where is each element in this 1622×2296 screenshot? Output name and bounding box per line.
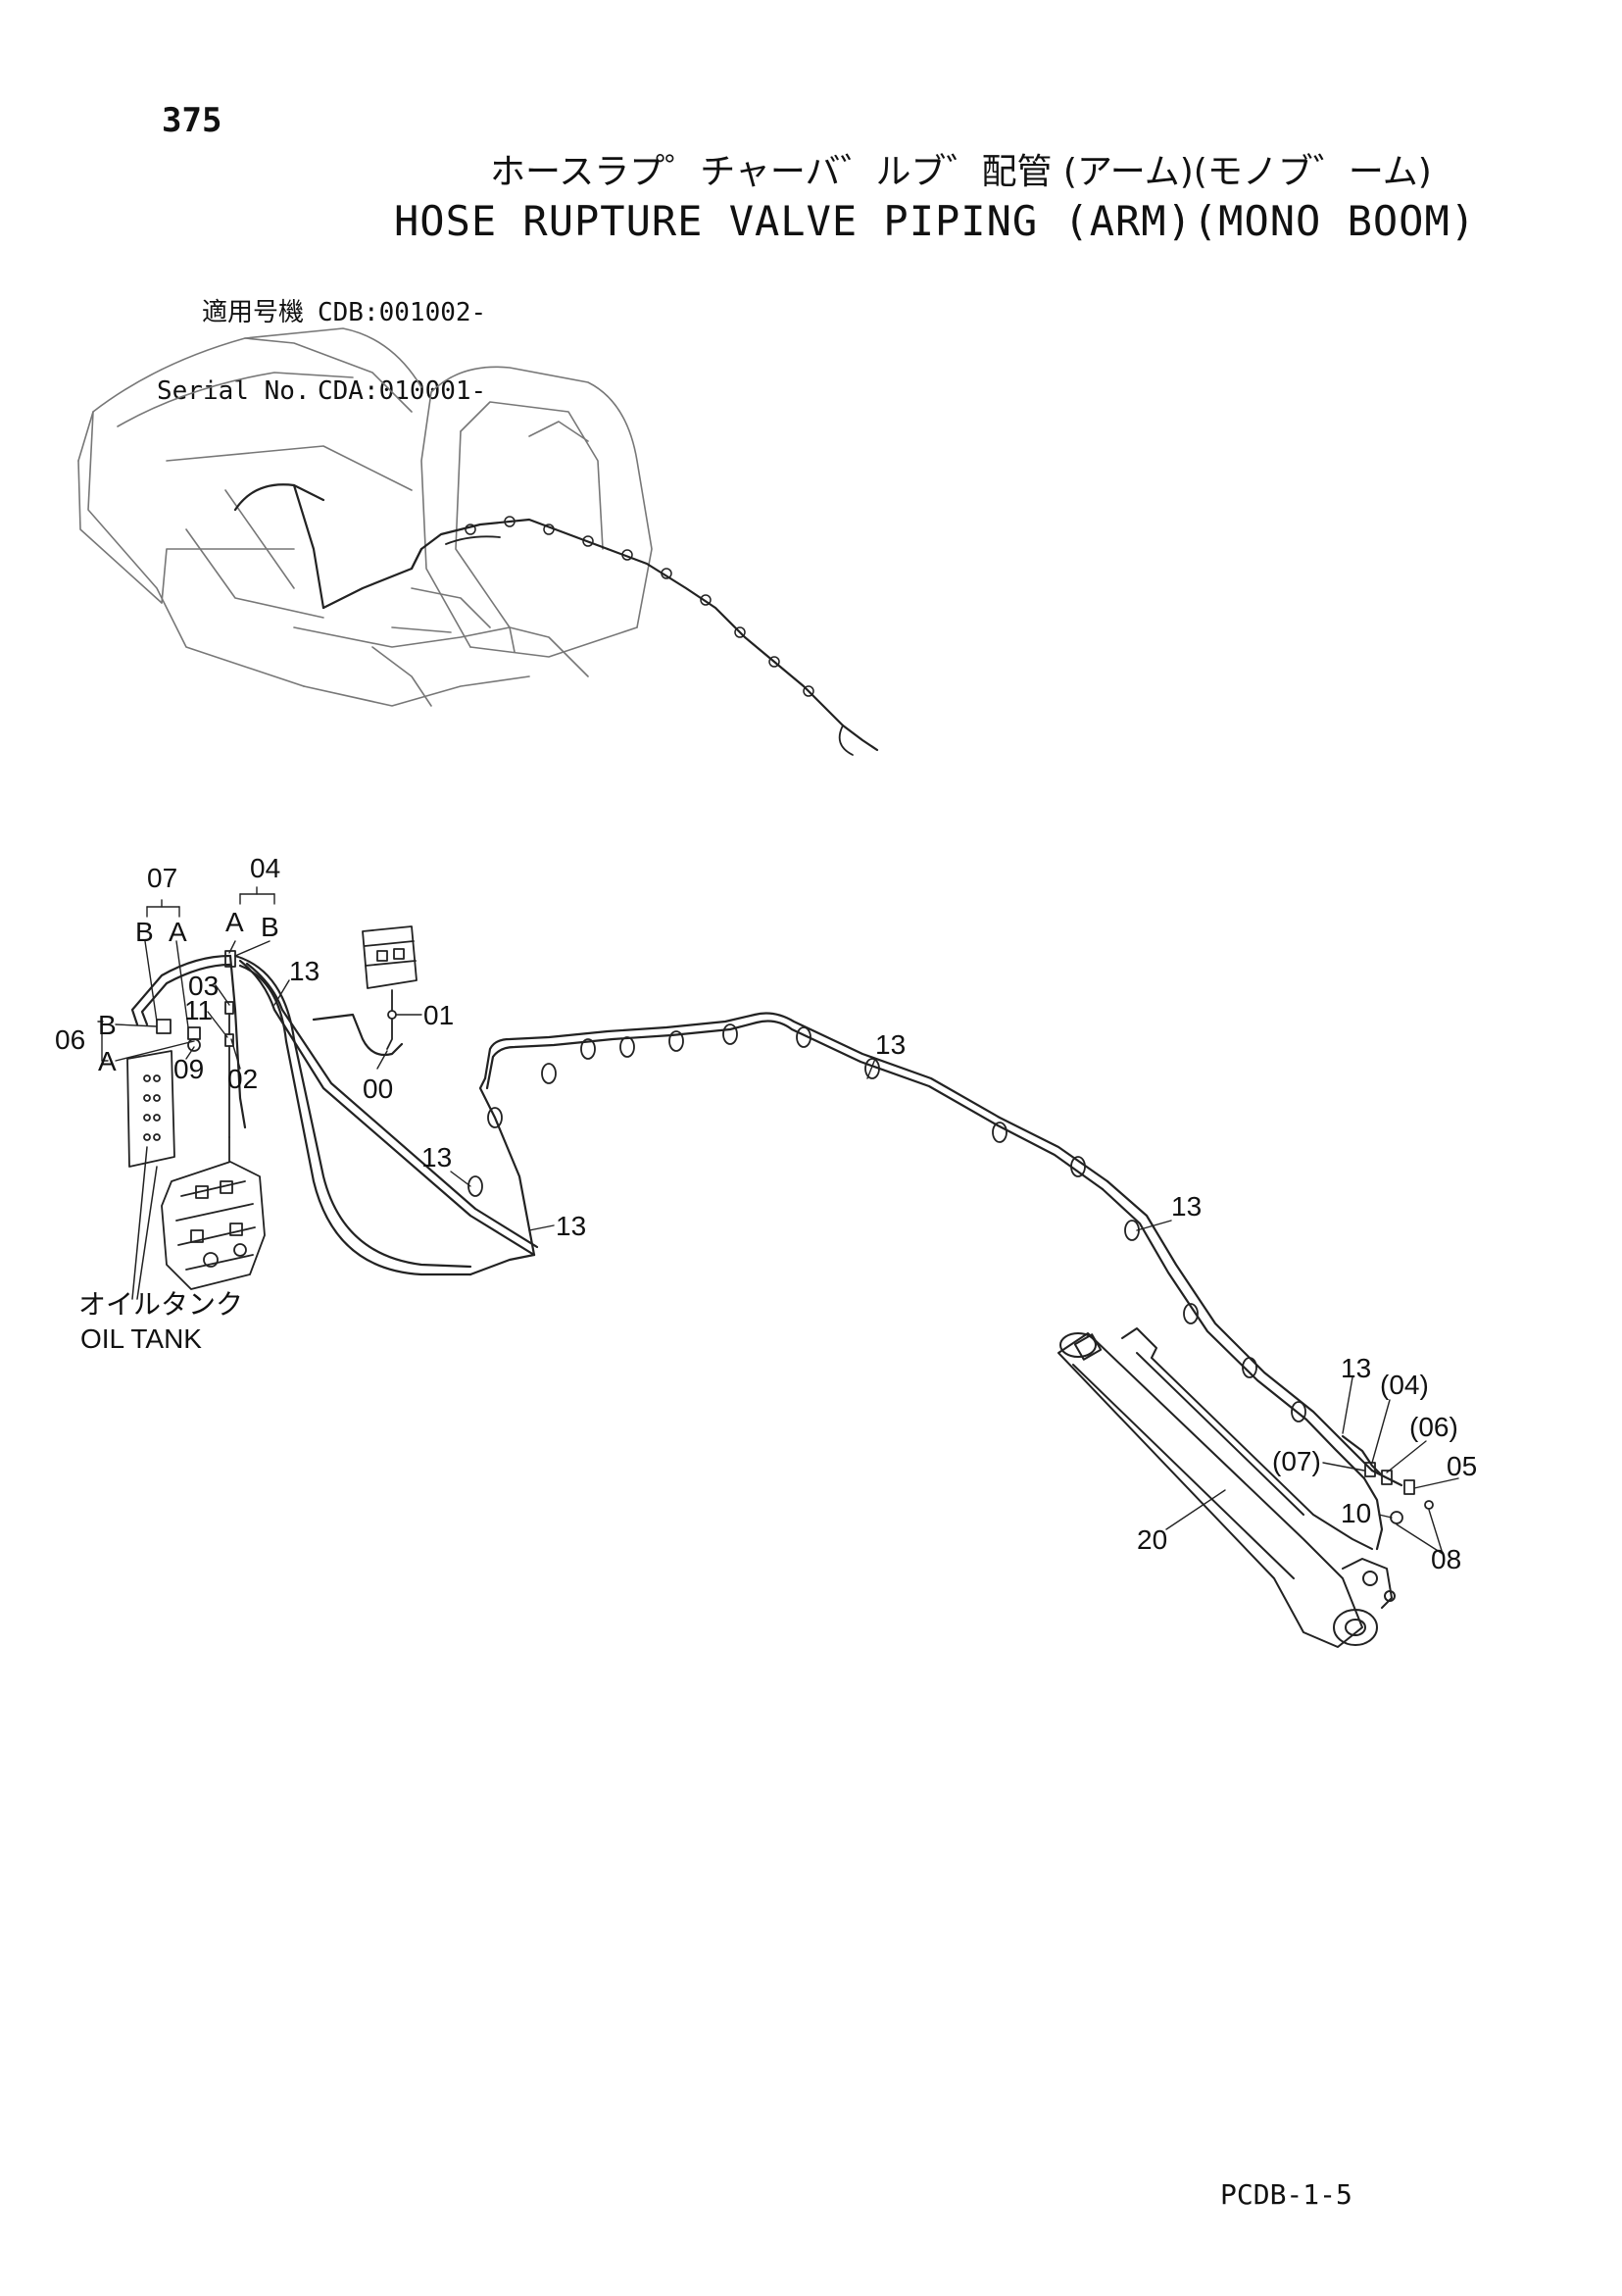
callout-13-right: 13 xyxy=(1171,1191,1202,1222)
port-label-a-07: A xyxy=(169,917,187,947)
callout-04-parenthesized: (04) xyxy=(1380,1370,1429,1400)
title-english: HOSE RUPTURE VALVE PIPING (ARM)(MONO BOO… xyxy=(394,197,1477,245)
arm-cylinder xyxy=(1057,1327,1396,1648)
callout-20: 20 xyxy=(1137,1524,1167,1555)
serial-number-label: Serial No. xyxy=(157,376,311,407)
callout-13-top-left: 13 xyxy=(289,956,319,986)
callout-02: 02 xyxy=(227,1064,258,1094)
bracket-plate xyxy=(126,1050,175,1168)
callout-13-lower: 13 xyxy=(556,1211,586,1241)
applicability-label-jp: 適用号機 xyxy=(201,298,304,327)
applicability-value-jp: CDB:001002- xyxy=(318,298,487,327)
port-label-b-07: B xyxy=(135,917,154,947)
oil-tank-label-jp: オイルタンク xyxy=(78,1289,243,1320)
callout-13-near-cylinder: 13 xyxy=(1341,1353,1371,1383)
serial-number-value: CDA:010001- xyxy=(318,376,487,407)
callout-10: 10 xyxy=(1341,1498,1371,1528)
callout-07: 07 xyxy=(147,863,177,893)
oil-tank-label-en: OIL TANK xyxy=(80,1323,202,1354)
title-japanese: ホースラプ゜チャーバ゛ルブ゛配管 (アーム)(モノブ゛ーム) xyxy=(490,152,1432,192)
page-code: PCDB-1-5 xyxy=(1220,2178,1352,2211)
callout-09: 09 xyxy=(173,1054,204,1084)
callout-13-mid-top: 13 xyxy=(875,1029,906,1060)
machine-overview-illustration xyxy=(77,327,879,756)
port-label-a-06: A xyxy=(98,1046,117,1076)
applicability-block: 適用号機 CDB:001002- Serial No.CDA:010001- xyxy=(157,248,486,430)
port-label-b-04: B xyxy=(261,912,279,942)
callout-03: 03 xyxy=(188,971,219,1001)
callout-05: 05 xyxy=(1447,1451,1477,1481)
callout-01: 01 xyxy=(423,1000,454,1030)
callout-00: 00 xyxy=(363,1073,393,1104)
control-valve xyxy=(161,1136,266,1290)
callout-07-parenthesized: (07) xyxy=(1272,1446,1321,1476)
valve-fittings-right xyxy=(1364,1462,1434,1524)
page-number: 375 xyxy=(162,101,222,140)
callout-06-parenthesized: (06) xyxy=(1409,1412,1458,1442)
callout-11: 11 xyxy=(184,995,213,1025)
hose-routing xyxy=(130,954,1403,1551)
callout-leaders xyxy=(97,886,1459,1555)
callout-08: 08 xyxy=(1431,1544,1461,1574)
callout-04: 04 xyxy=(250,853,280,883)
oil-tank-leaders xyxy=(131,1146,158,1300)
callout-13-raised-bend: 13 xyxy=(421,1142,452,1173)
port-label-b-06: B xyxy=(98,1010,117,1040)
callout-06: 06 xyxy=(55,1024,85,1055)
port-label-a-04: A xyxy=(225,907,244,937)
pilot-valve-block xyxy=(362,925,418,1050)
